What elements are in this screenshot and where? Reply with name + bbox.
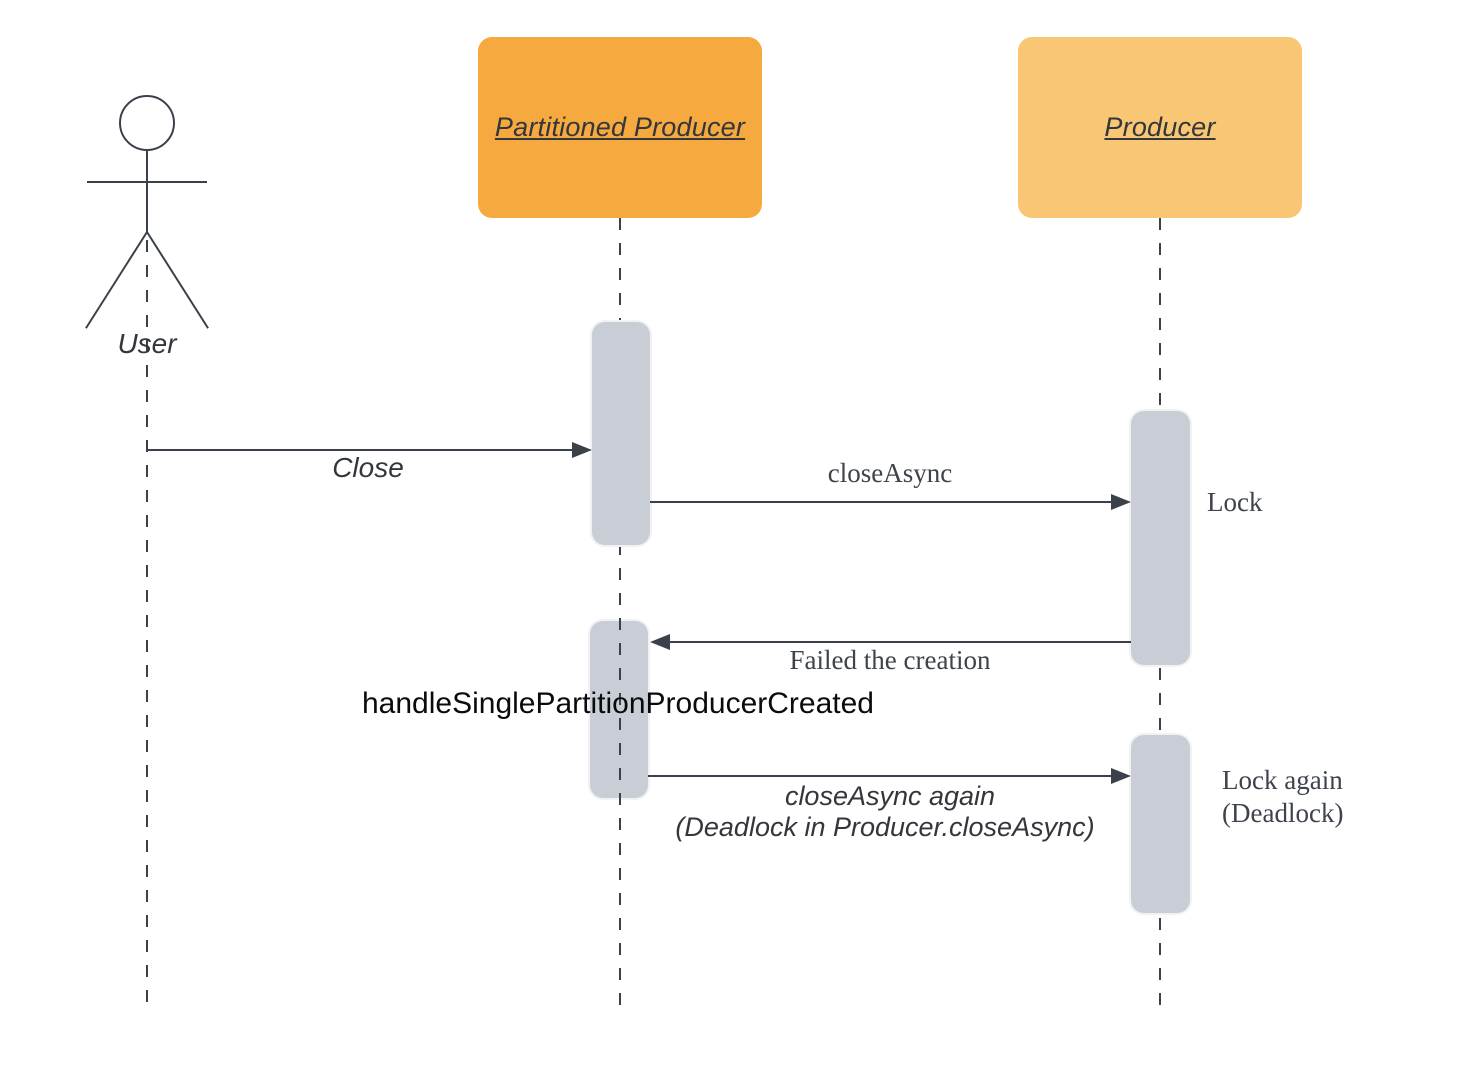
message-closeasync-again-arrowhead-icon <box>1111 768 1131 784</box>
activation-partitioned-producer-1 <box>592 322 650 545</box>
message-failed-label: Failed the creation <box>789 645 991 675</box>
message-closeasync-again-label: closeAsync again <box>784 781 996 811</box>
lifeline-user <box>146 240 148 1008</box>
actor-head <box>119 95 175 151</box>
participant-partitioned-producer: Partitioned Producer <box>478 37 762 218</box>
message-closeasync-again-line <box>648 775 1111 777</box>
message-failed-line <box>670 641 1131 643</box>
message-close-line <box>148 449 572 451</box>
activation-producer-1 <box>1131 411 1190 665</box>
actor-right-leg <box>146 231 209 329</box>
message-closeasync-label: closeAsync <box>827 458 953 488</box>
message-closeasync-line <box>650 501 1111 503</box>
lifeline-partitioned-producer <box>619 218 621 1010</box>
note-lock: Lock <box>1207 487 1263 517</box>
participant-producer-label: Producer <box>1104 112 1216 142</box>
user-label: User <box>117 328 177 359</box>
note-lock-again-line1: Lock again <box>1222 765 1343 795</box>
label-handle-single-partition-producer-created: handleSinglePartitionProducerCreated <box>362 687 874 720</box>
message-failed-arrowhead-icon <box>650 634 670 650</box>
participant-partitioned-producer-label: Partitioned Producer <box>494 112 746 142</box>
message-closeasync-again-sublabel: (Deadlock in Producer.closeAsync) <box>675 812 1095 842</box>
actor-body <box>146 151 148 232</box>
activation-producer-2 <box>1131 735 1190 913</box>
message-closeasync-arrowhead-icon <box>1111 494 1131 510</box>
actor-left-leg <box>85 231 148 329</box>
note-lock-again-line2: (Deadlock) <box>1222 798 1344 828</box>
message-close-arrowhead-icon <box>572 442 592 458</box>
participant-producer: Producer <box>1018 37 1302 218</box>
message-close-label: Close <box>332 452 404 483</box>
actor-arms <box>87 181 207 183</box>
